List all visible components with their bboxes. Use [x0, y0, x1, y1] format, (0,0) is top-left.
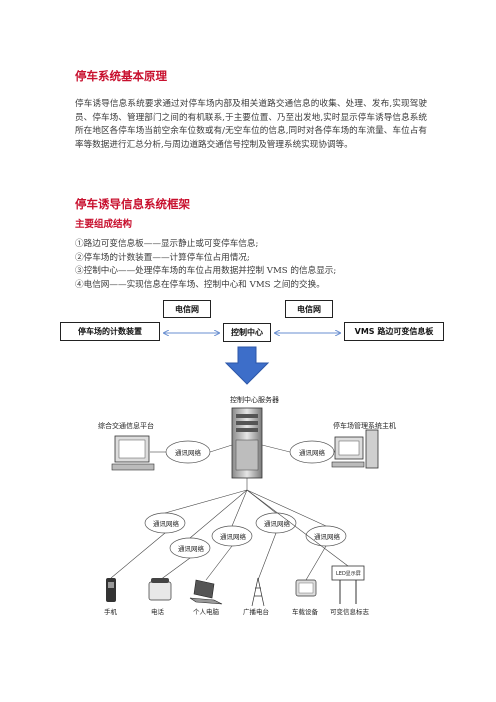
desktop-computer-icon	[111, 435, 155, 471]
network-label: 通讯网络	[220, 532, 247, 541]
laptop-icon	[189, 579, 223, 605]
variable-message-sign-icon	[331, 565, 365, 604]
device-caption: 广播电台	[243, 607, 269, 616]
network-label: 通讯网络	[314, 532, 341, 541]
vehicle-device-icon	[295, 579, 317, 597]
network-label: 通讯网络	[264, 519, 291, 528]
component-list: ①路边可变信息板——显示静止或可变停车信息; ②停车场的计数装置——计算停车位占…	[75, 238, 435, 292]
counting-device-box: 停车场的计数装置	[60, 322, 160, 341]
host-computer-icon	[331, 429, 379, 469]
device-caption: 可变信息标志	[330, 607, 370, 616]
network-label: 通讯网络	[153, 519, 180, 528]
network-label: 通讯网络	[178, 544, 205, 553]
control-center-box: 控制中心	[223, 323, 271, 342]
mobile-phone-icon	[106, 578, 116, 602]
vms-board-box: VMS 路边可变信息板	[344, 322, 444, 341]
section-title-basic-principle: 停车系统基本原理	[75, 69, 167, 83]
device-caption: 手机	[104, 607, 118, 616]
down-arrow-icon	[224, 346, 270, 385]
right-node-label: 停车场管理系统主机	[333, 421, 396, 430]
network-label: 通讯网络	[299, 448, 326, 457]
vms-screen-label: LED显示屏	[336, 571, 361, 577]
principle-paragraph: 停车诱导信息系统要求通过对停车场内部及相关道路交通信息的收集、处理、发布,实现驾…	[75, 99, 427, 150]
device-caption: 电话	[151, 607, 165, 616]
server-label: 控制中心服务器	[230, 395, 279, 404]
telephone-icon	[148, 578, 172, 601]
list-item: ④电信网——实现信息在停车场、控制中心和 VMS 之间的交换。	[75, 279, 325, 290]
list-item: ①路边可变信息板——显示静止或可变停车信息;	[75, 239, 259, 249]
server-icon	[231, 407, 263, 479]
net-label-left: 电信网	[163, 300, 211, 318]
device-caption: 车载设备	[292, 607, 319, 616]
left-node-label: 综合交通信息平台	[98, 421, 154, 430]
device-caption: 个人电脑	[193, 607, 220, 616]
list-item: ③控制中心——处理停车场的车位占用数据并控制 VMS 的信息显示;	[75, 266, 337, 277]
radio-tower-icon	[251, 577, 265, 607]
section-title-framework: 停车诱导信息系统框架	[75, 197, 190, 211]
net-label-right: 电信网	[285, 300, 333, 318]
network-label: 通讯网络	[175, 448, 202, 457]
list-item: ②停车场的计数装置——计算停车位占用情况;	[75, 252, 250, 263]
section-subtitle-structure: 主要组成结构	[75, 219, 133, 230]
